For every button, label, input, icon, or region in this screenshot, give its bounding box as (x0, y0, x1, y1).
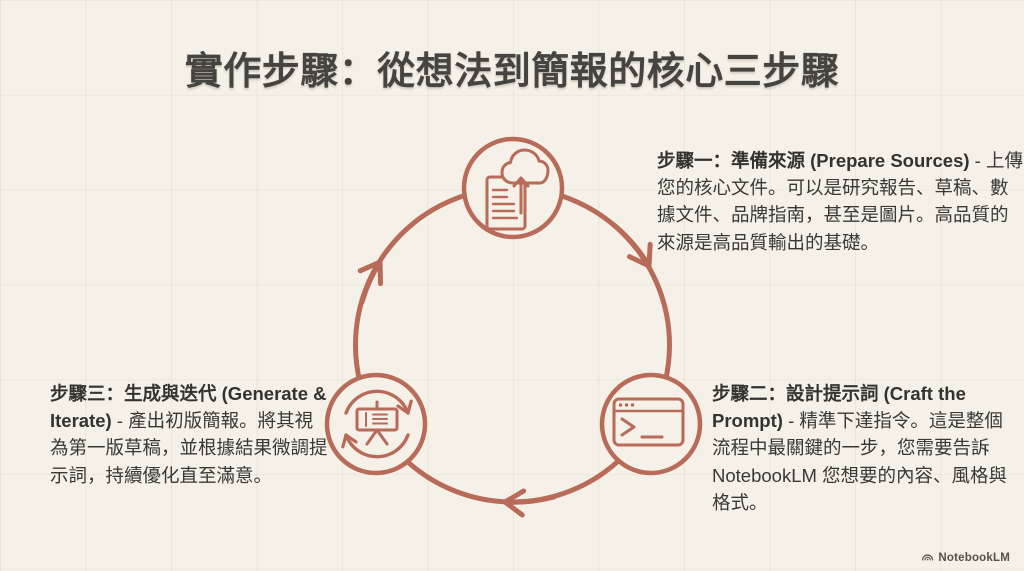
step-2-heading: 步驟二：設計提示詞 (Craft the Prompt) (712, 383, 966, 432)
cycle-arrow-bottom (502, 488, 557, 518)
step-2-text: 步驟二：設計提示詞 (Craft the Prompt) - 精準下達指令。這是… (712, 380, 1018, 516)
step-3-heading: 步驟三：生成與迭代 (Generate & Iterate) (50, 383, 327, 432)
terminal-window-icon (612, 397, 685, 447)
step-2-body: - 精準下達指令。這是整個流程中最關鍵的一步，您需要告訴 NotebookLM … (712, 410, 1008, 513)
step-1-body: - 上傳您的核心文件。可以是研究報告、草稿、數據文件、品牌指南，甚至是圖片。高品… (657, 150, 1023, 253)
step-3-text: 步驟三：生成與迭代 (Generate & Iterate) - 產出初版簡報。… (50, 380, 328, 489)
node-circle-step-2 (599, 372, 703, 476)
step-1-text: 步驟一：準備來源 (Prepare Sources) - 上傳您的核心文件。可以… (657, 147, 1023, 256)
footer-brand: NotebookLM (921, 551, 1010, 564)
notebooklm-logo-icon (922, 554, 934, 561)
document-upload-icon (485, 148, 550, 231)
step-1-heading: 步驟一：準備來源 (Prepare Sources) (657, 150, 970, 171)
footer-brand-label: NotebookLM (938, 551, 1010, 564)
page-title: 實作步驟：從想法到簡報的核心三步驟 (184, 51, 840, 93)
cycle-arrow-right (611, 222, 653, 269)
step-3-body: - 產出初版簡報。將其視為第一版草稿，並根據結果微調提示詞，持續優化直至滿意。 (50, 410, 328, 486)
cycle-arrow-left (357, 259, 384, 305)
presentation-refresh-icon (341, 389, 413, 459)
